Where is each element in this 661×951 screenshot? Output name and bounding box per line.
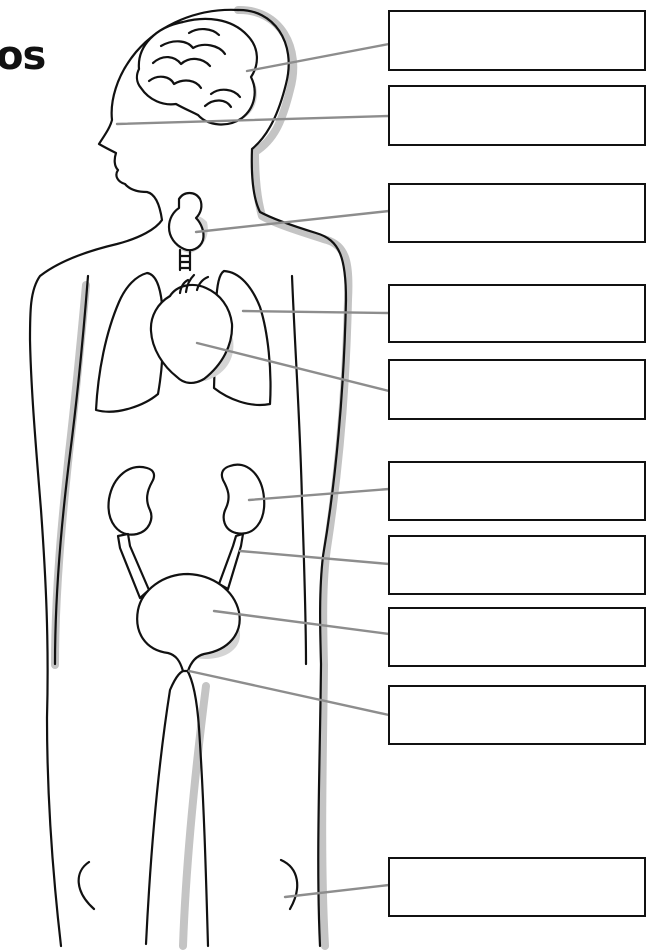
- label-box-lungs[interactable]: [389, 285, 645, 342]
- label-box-urethra[interactable]: [389, 686, 645, 744]
- label-box-knees[interactable]: [389, 858, 645, 916]
- label-box-heart[interactable]: [389, 360, 645, 419]
- label-boxes: [389, 11, 645, 916]
- label-box-face[interactable]: [389, 86, 645, 145]
- bladder-diagram: [137, 574, 240, 671]
- label-box-ureters[interactable]: [389, 536, 645, 594]
- brain-diagram: [137, 19, 257, 125]
- body-outline: [30, 10, 348, 946]
- label-box-thyroid[interactable]: [389, 184, 645, 242]
- label-box-kidneys[interactable]: [389, 462, 645, 520]
- kidneys-diagram: [109, 465, 265, 535]
- label-box-brain[interactable]: [389, 11, 645, 70]
- label-box-bladder[interactable]: [389, 608, 645, 666]
